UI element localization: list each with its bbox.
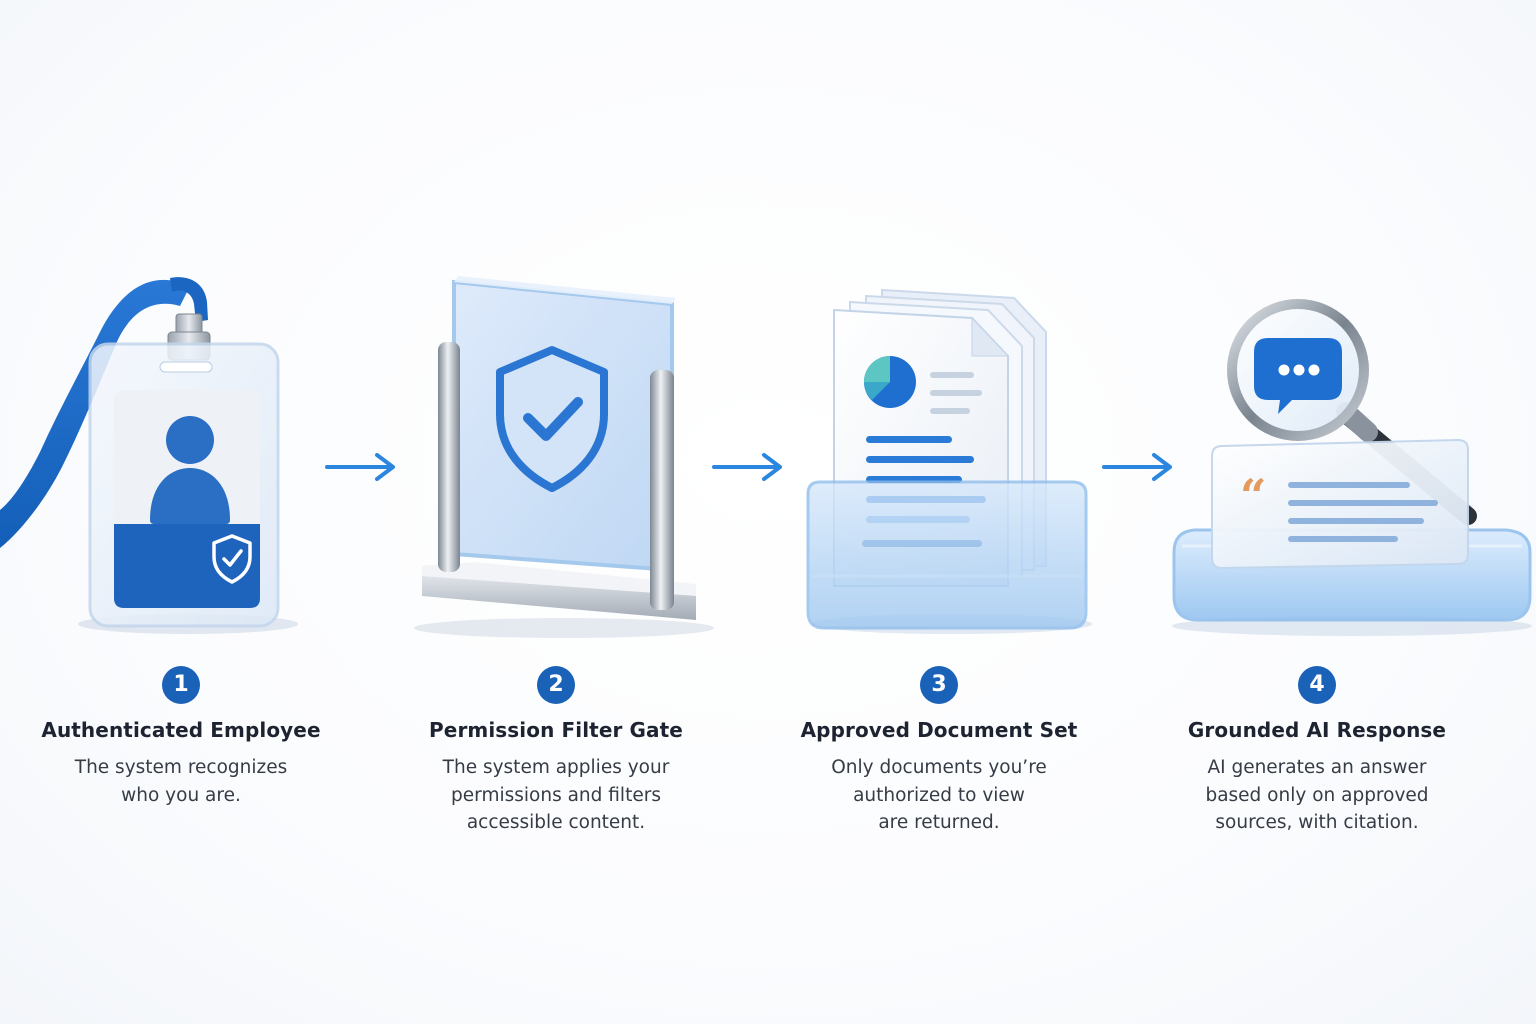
- magnifier-quote-icon: “: [1172, 299, 1532, 636]
- step-number-badge: 1: [162, 666, 200, 704]
- step-1: 1 Authenticated Employee The system reco…: [11, 666, 351, 809]
- step-2: 2 Permission Filter Gate The system appl…: [386, 666, 726, 837]
- svg-text:“: “: [1240, 469, 1266, 523]
- step-3: 3 Approved Document Set Only documents y…: [769, 666, 1109, 837]
- arrow-right-icon: [1102, 453, 1172, 481]
- document-tray-icon: [806, 288, 1092, 634]
- step-description: Only documents you’re authorized to view…: [831, 757, 1047, 833]
- step-description: The system applies your permissions and …: [442, 757, 670, 833]
- shield-gate-icon: [414, 276, 714, 638]
- step-description: AI generates an answer based only on app…: [1205, 757, 1429, 833]
- arrow-right-icon: [325, 453, 395, 481]
- step-title: Grounded AI Response: [1187, 718, 1447, 742]
- step-4: 4 Grounded AI Response AI generates an a…: [1147, 666, 1487, 837]
- step-title: Authenticated Employee: [41, 718, 321, 742]
- step-number-badge: 3: [920, 666, 958, 704]
- step-description: The system recognizes who you are.: [74, 757, 288, 806]
- step-title: Permission Filter Gate: [429, 718, 683, 742]
- step-title: Approved Document Set: [800, 718, 1078, 742]
- step-number-badge: 2: [537, 666, 575, 704]
- arrow-right-icon: [712, 453, 782, 481]
- id-badge-icon: [0, 277, 298, 634]
- step-number-badge: 4: [1298, 666, 1336, 704]
